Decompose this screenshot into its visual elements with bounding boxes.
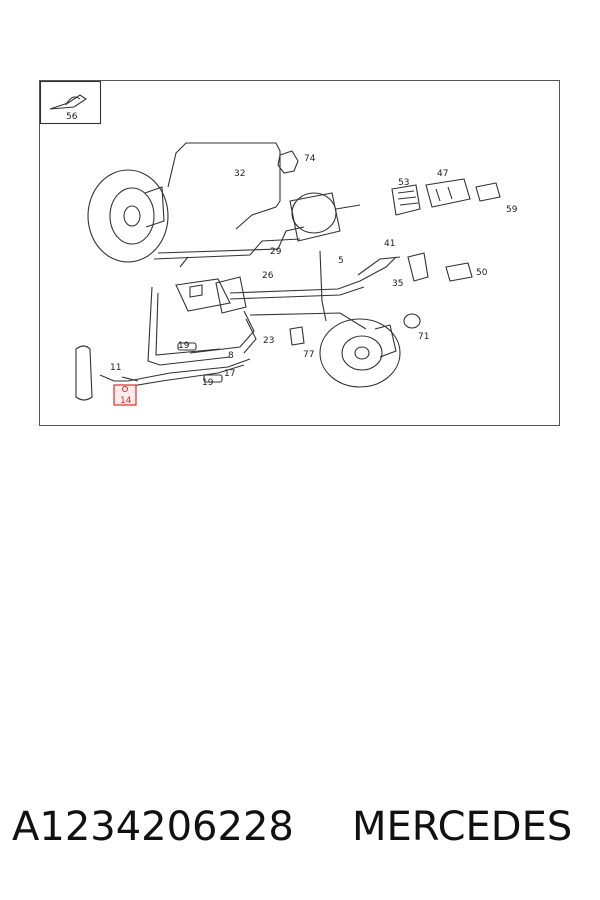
callout-32[interactable]: 32	[234, 169, 245, 179]
callout-26[interactable]: 26	[262, 271, 274, 281]
callout-29[interactable]: 29	[270, 247, 282, 257]
part-77	[289, 326, 305, 346]
part-59	[475, 182, 501, 202]
callout-47[interactable]: 47	[437, 169, 448, 179]
rear-cylinder	[75, 345, 93, 401]
callout-35[interactable]: 35	[392, 279, 403, 289]
callout-71[interactable]: 71	[418, 332, 429, 342]
left-brake-disc	[87, 169, 169, 263]
brand-name: MERCEDES	[352, 804, 573, 850]
right-brake-disc	[319, 318, 401, 388]
part-footer: A1234206228 MERCEDES	[0, 800, 600, 864]
callout-19-upper[interactable]: 19	[178, 341, 190, 351]
callout-17[interactable]: 17	[224, 369, 235, 379]
part-50	[445, 262, 473, 282]
callout-59[interactable]: 59	[506, 205, 518, 215]
callout-41[interactable]: 41	[384, 239, 395, 249]
abs-unit	[175, 278, 231, 312]
clip-icon	[49, 94, 87, 110]
callout-77[interactable]: 77	[303, 350, 314, 360]
part-47	[425, 178, 471, 208]
callout-14[interactable]: 14	[120, 396, 132, 406]
part-41	[407, 252, 429, 282]
highlight-box-14[interactable]	[113, 384, 137, 406]
callout-74[interactable]: 74	[304, 154, 316, 164]
callout-53[interactable]: 53	[398, 178, 409, 188]
brake-booster	[289, 192, 361, 242]
callout-50[interactable]: 50	[476, 268, 488, 278]
part-74	[277, 150, 299, 174]
callout-56[interactable]: 56	[66, 112, 78, 122]
callout-5[interactable]: 5	[338, 256, 344, 266]
callout-23[interactable]: 23	[263, 336, 274, 346]
callout-11[interactable]: 11	[110, 363, 121, 373]
part-71	[403, 313, 421, 329]
callout-19-lower[interactable]: 19	[202, 378, 214, 388]
brake-line-diagram: 56 74 32 53 47 59 29 41 5 26 50 35 71 19…	[39, 80, 560, 426]
callout-8[interactable]: 8	[228, 351, 234, 361]
inset-box	[40, 81, 102, 125]
diagram-drawing: 56 74 32 53 47 59 29 41 5 26 50 35 71 19…	[40, 81, 518, 406]
part-number: A1234206228	[12, 804, 294, 850]
part-53	[391, 184, 421, 216]
